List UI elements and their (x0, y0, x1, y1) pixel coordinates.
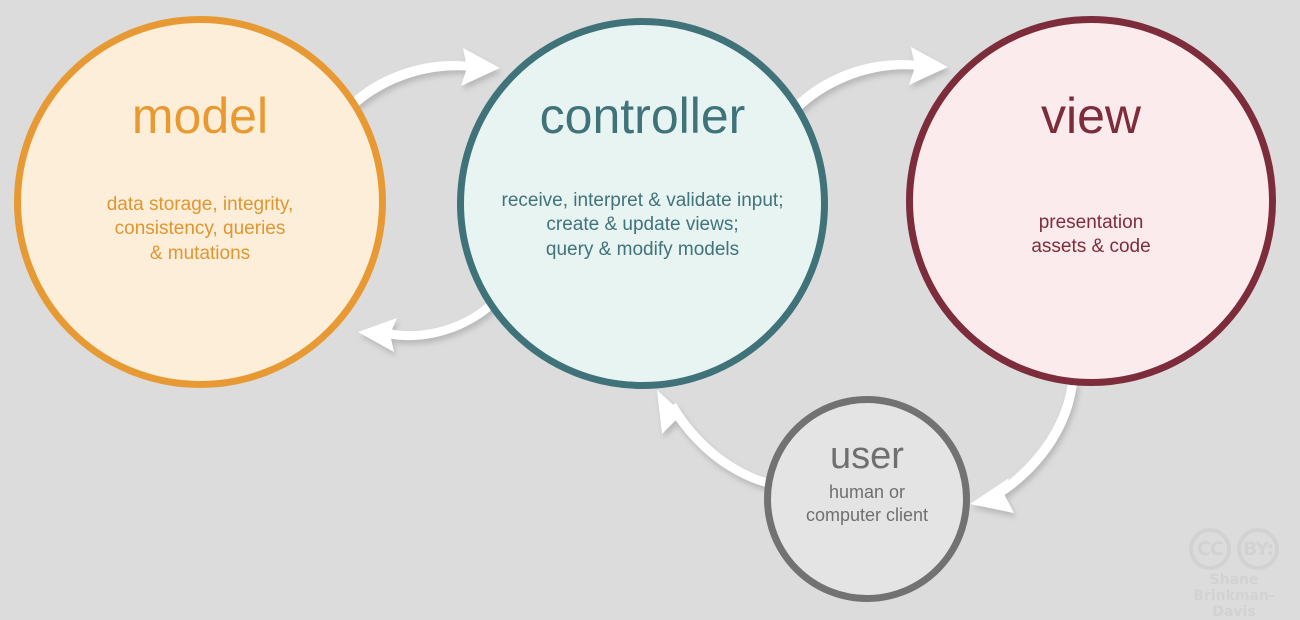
attribution-text: Shane Brinkman-Davis (1193, 572, 1275, 620)
arrow-model-to-controller (345, 48, 500, 112)
node-user-description: human or computer client (805, 482, 929, 526)
arrow-user-to-controller (657, 390, 773, 488)
node-controller[interactable]: controller receive, interpret & validate… (457, 18, 828, 389)
cc-icon: CC (1189, 528, 1231, 570)
node-view-description: presentation assets & code (1031, 212, 1151, 258)
node-model-title: model (131, 88, 269, 144)
arrow-controller-to-model (358, 295, 500, 352)
node-controller-description: receive, interpret & validate input; cre… (501, 190, 784, 260)
node-user-title: user (830, 435, 904, 477)
arrow-view-to-user (970, 381, 1077, 513)
node-model-description: data storage, integrity, consistency, qu… (106, 194, 294, 264)
creative-commons-badge: CC BY: Shane Brinkman-Davis (1176, 528, 1292, 620)
node-user[interactable]: user human or computer client (764, 396, 970, 602)
node-model[interactable]: model data storage, integrity, consisten… (14, 16, 386, 388)
node-view-title: view (1040, 88, 1142, 144)
node-controller-title: controller (539, 88, 746, 144)
cc-marks: CC BY: (1176, 528, 1292, 570)
node-view[interactable]: view presentation assets & code (906, 16, 1276, 386)
cc-by-icon: BY: (1237, 528, 1279, 570)
arrow-controller-to-view (793, 47, 948, 111)
